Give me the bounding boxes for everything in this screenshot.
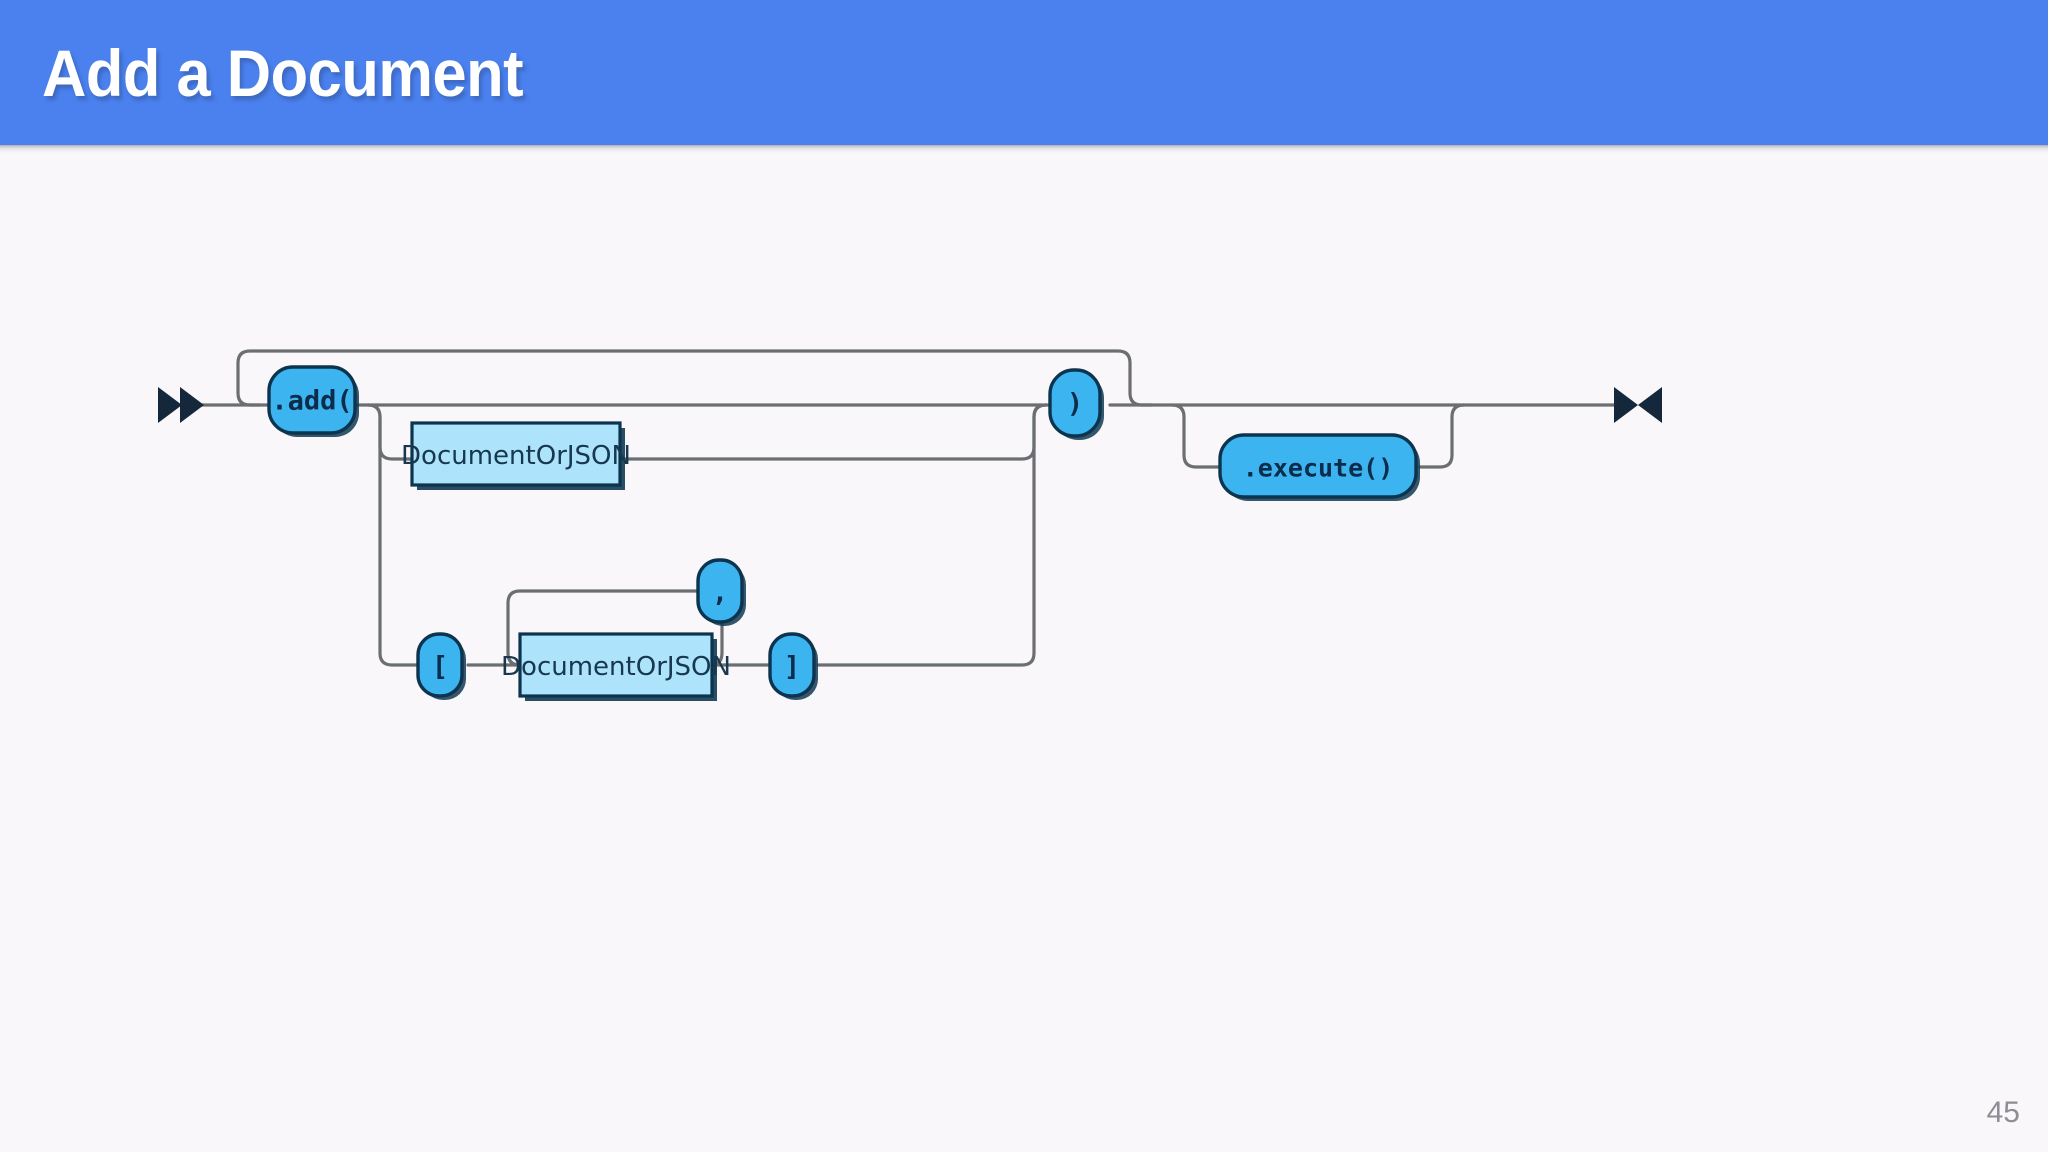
rail-execute-rejoin: [1418, 403, 1466, 469]
page-title: Add a Document: [42, 35, 524, 110]
rail-branch-to-execute: [1170, 403, 1222, 469]
node-add-open[interactable]: .add(: [267, 365, 359, 437]
rail-comma-repeat-loop: [506, 589, 724, 667]
node-bracket-close[interactable]: ]: [768, 632, 818, 700]
node-documentorjson-list-label: DocumentOrJSON: [501, 652, 731, 682]
node-paren-close[interactable]: ): [1048, 368, 1104, 440]
node-bracket-close-label: ]: [784, 652, 800, 683]
node-paren-close-label: ): [1067, 389, 1083, 420]
node-documentorjson-single[interactable]: DocumentOrJSON: [401, 421, 631, 490]
node-comma-label: ,: [712, 578, 728, 609]
end-marker-icon: [1614, 387, 1662, 423]
rail-add-group-loopback: [236, 349, 1154, 407]
node-bracket-open[interactable]: [: [416, 632, 466, 700]
rail-doc-single-rejoin: [618, 403, 1048, 461]
railroad-diagram-svg: .add( DocumentOrJSON , [ DocumentOrJSON: [158, 349, 1662, 701]
rail-branch-to-list: [378, 415, 420, 667]
node-documentorjson-list[interactable]: DocumentOrJSON: [501, 632, 731, 701]
rail-lines: [196, 349, 1622, 667]
rail-list-rejoin: [816, 403, 1048, 667]
node-bracket-open-label: [: [432, 652, 448, 683]
slide-header: Add a Document: [0, 0, 2048, 145]
node-execute-label: .execute(): [1243, 454, 1394, 483]
railroad-diagram: .add( DocumentOrJSON , [ DocumentOrJSON: [0, 145, 2048, 1152]
page-number: 45: [1986, 1096, 2020, 1129]
header-shadow-divider: [0, 145, 2048, 155]
start-marker-icon: [158, 387, 204, 423]
node-documentorjson-single-label: DocumentOrJSON: [401, 441, 631, 471]
node-execute[interactable]: .execute(): [1218, 433, 1420, 501]
node-comma[interactable]: ,: [696, 558, 746, 626]
node-add-open-label: .add(: [271, 386, 352, 417]
